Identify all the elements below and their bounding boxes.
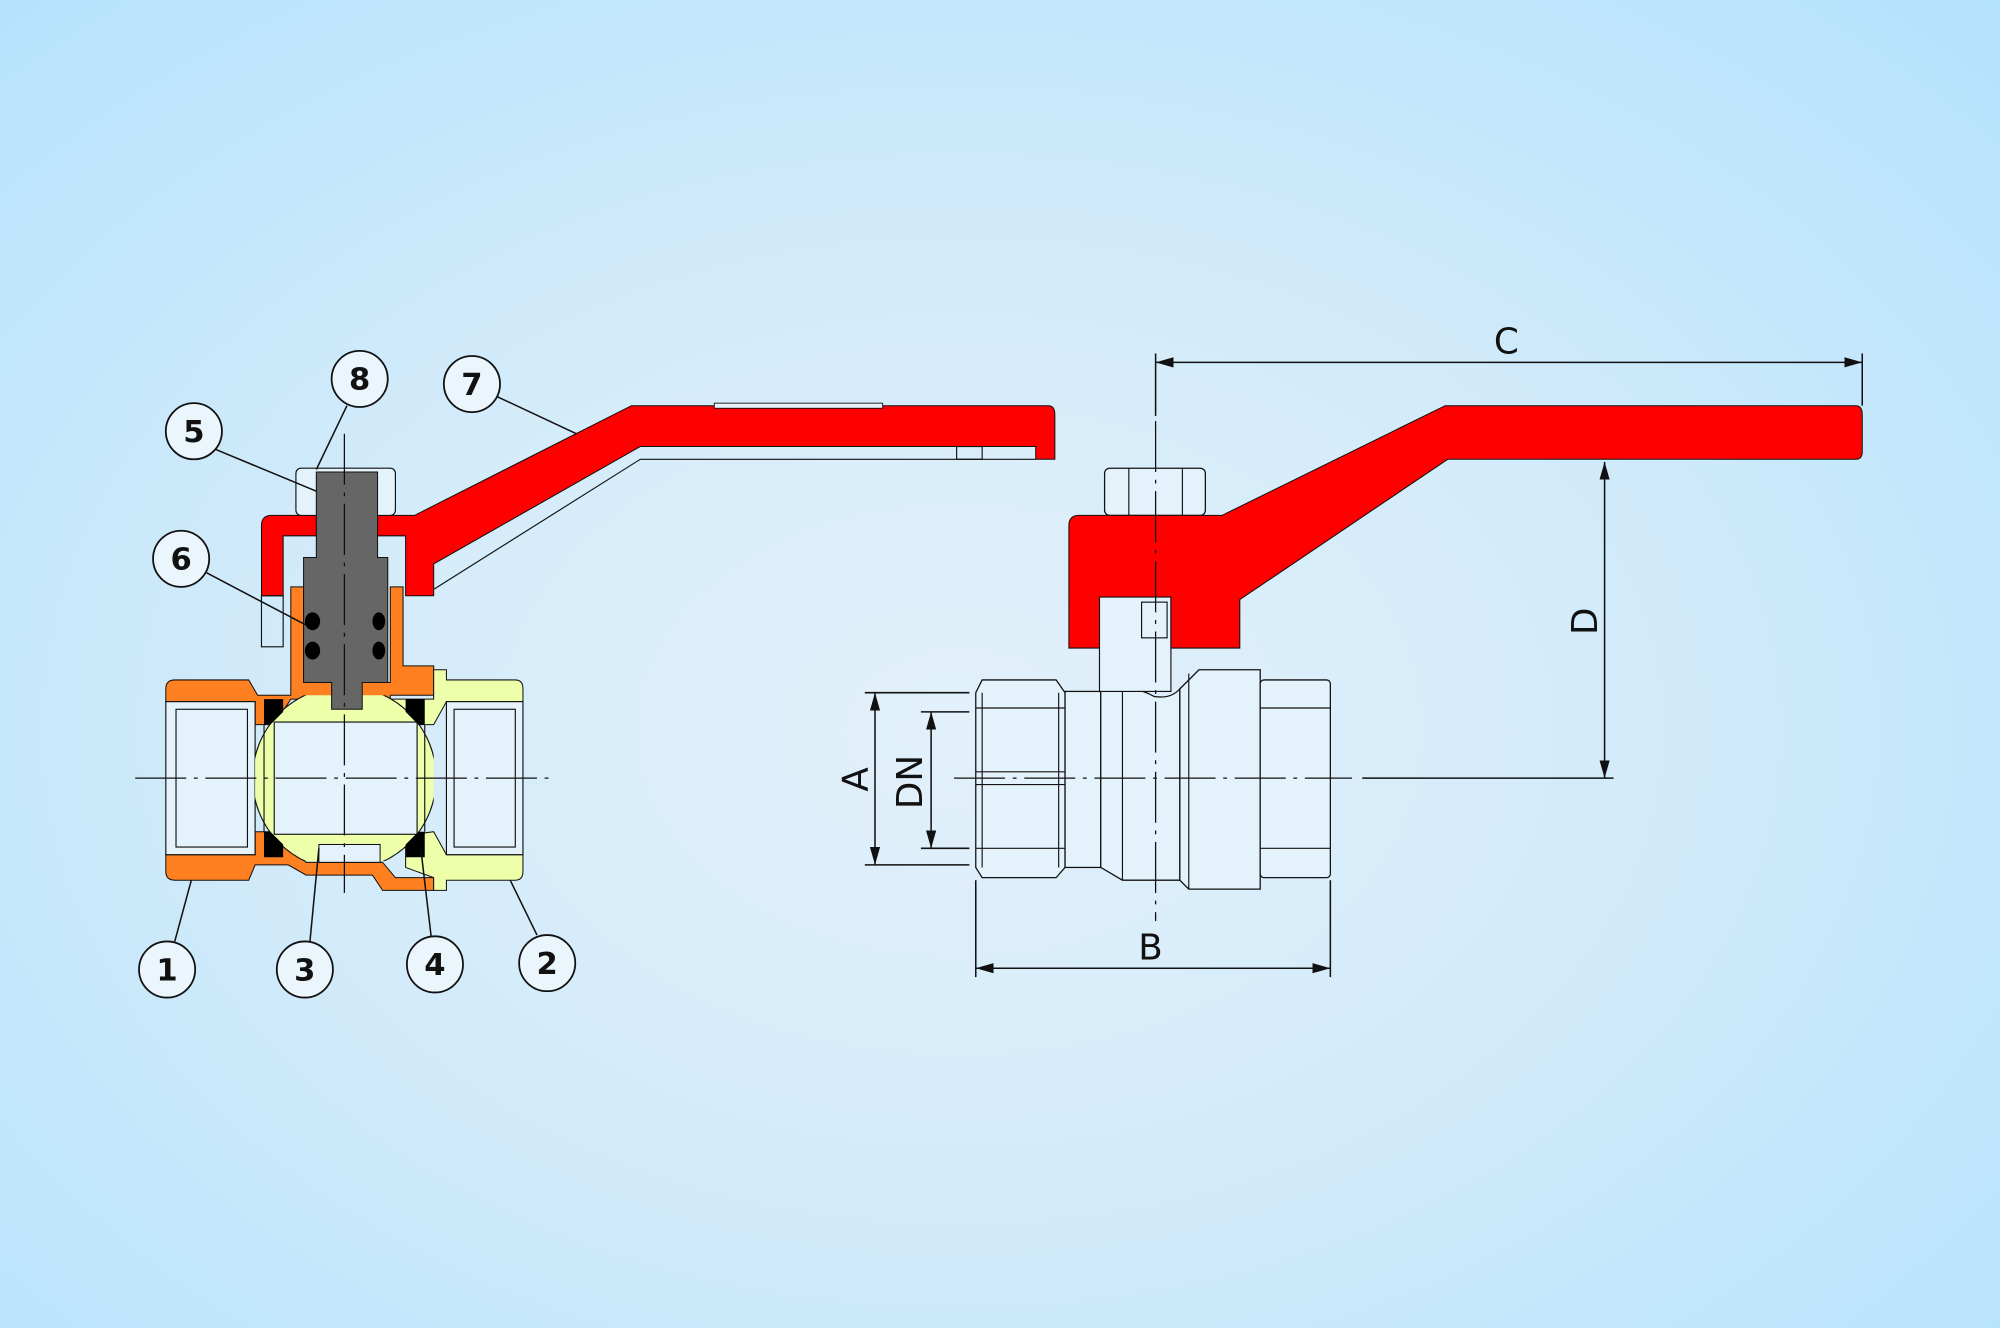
- svg-text:2: 2: [537, 947, 558, 982]
- body-part-2-bottom: [405, 831, 524, 891]
- handle-groove: [713, 402, 884, 409]
- dimension-dn-label: DN: [890, 755, 931, 809]
- callout-5: 5: [164, 402, 223, 461]
- callout-1: 1: [138, 940, 197, 999]
- section-view: 1 2 3 4 5 6 7 8: [135, 349, 1056, 999]
- stop-tab: [1141, 601, 1168, 639]
- callout-4: 4: [405, 935, 464, 994]
- stem-neck: [1098, 596, 1172, 692]
- neck: [1064, 690, 1102, 869]
- callout-2: 2: [518, 934, 577, 993]
- dimension-b-label: B: [1138, 927, 1163, 968]
- body-center: [1100, 687, 1181, 881]
- end-right-facets: [1260, 707, 1331, 849]
- dimension-d-label: D: [1565, 608, 1606, 636]
- svg-text:1: 1: [156, 953, 177, 988]
- hex-end-left: [975, 679, 1066, 879]
- handle-outline: [433, 458, 1036, 590]
- callout-8: 8: [330, 349, 389, 408]
- stop-tab: [260, 595, 284, 648]
- stem: [303, 471, 389, 710]
- dimension-a-label: A: [835, 767, 876, 792]
- callout-6: 6: [152, 529, 211, 588]
- svg-text:8: 8: [349, 363, 370, 398]
- svg-text:3: 3: [294, 953, 315, 988]
- dimension-c-label: C: [1494, 321, 1519, 362]
- svg-text:7: 7: [461, 368, 482, 403]
- o-rings: [304, 612, 386, 660]
- svg-text:4: 4: [424, 948, 445, 983]
- ball-slot: [318, 843, 381, 863]
- handle-slot: [956, 445, 983, 460]
- hex-facets: [975, 692, 1066, 868]
- leader-lines: [174, 396, 577, 942]
- svg-text:6: 6: [170, 543, 191, 578]
- handle-section: [260, 405, 1056, 597]
- callout-7: 7: [442, 355, 501, 413]
- side-view: C D A DN B: [835, 321, 1864, 978]
- body-right: [1179, 669, 1261, 890]
- handle-side: [1068, 405, 1863, 649]
- callout-3: 3: [275, 940, 334, 999]
- svg-text:5: 5: [183, 415, 204, 450]
- seat-seals: [264, 699, 425, 858]
